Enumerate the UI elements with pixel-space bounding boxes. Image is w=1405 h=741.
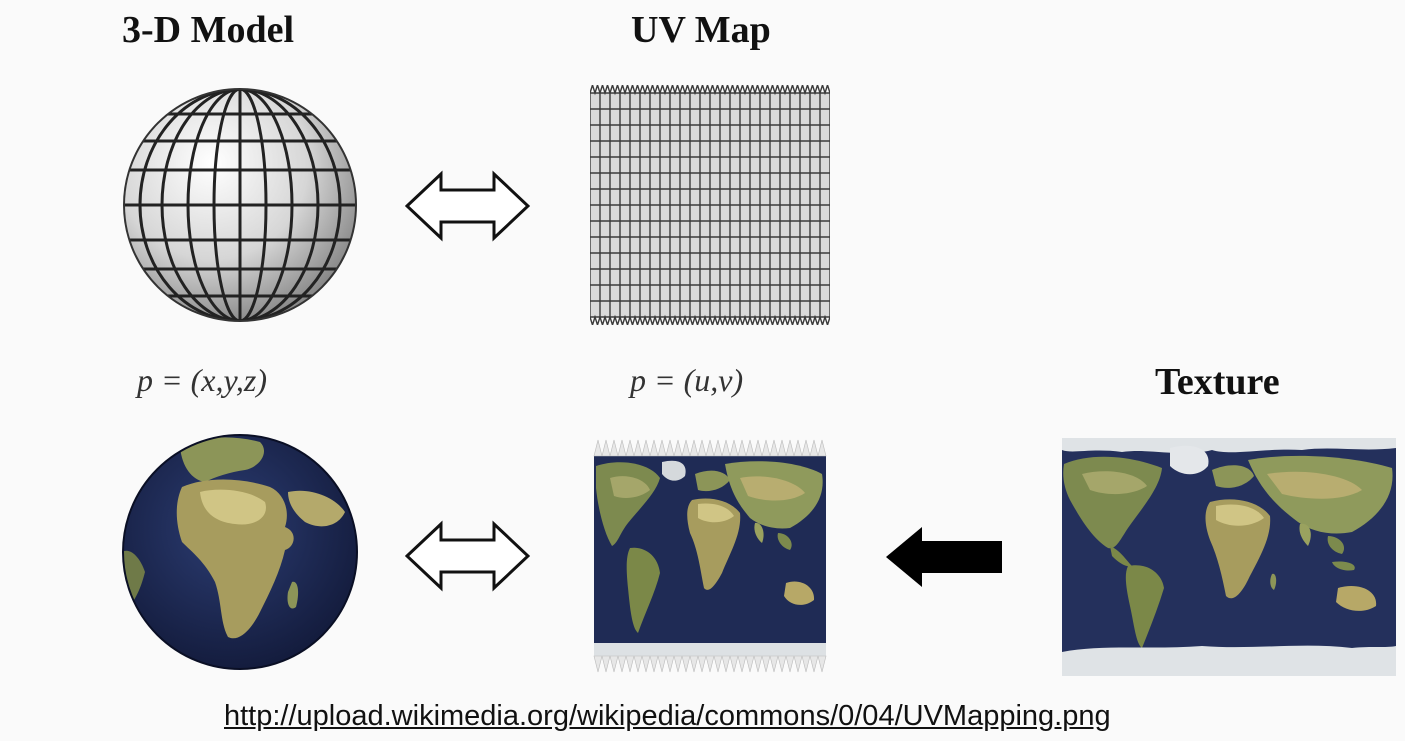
double-arrow-icon	[405, 520, 530, 592]
uv-grid-map	[590, 85, 830, 325]
source-url-link[interactable]: http://upload.wikimedia.org/wikipedia/co…	[224, 700, 1111, 732]
left-arrow-icon	[886, 527, 1002, 587]
model-formula: p = (x,y,z)	[137, 362, 267, 398]
wireframe-sphere	[123, 88, 357, 322]
model-title: 3-D Model	[122, 9, 295, 51]
uv-map-title: UV Map	[631, 9, 771, 51]
uv-texture-map	[593, 439, 827, 673]
texture-title: Texture	[1155, 361, 1280, 403]
double-arrow-icon	[405, 170, 530, 242]
uv-formula: p = (u,v)	[630, 362, 744, 398]
textured-globe	[122, 434, 358, 670]
texture-world-map	[1062, 438, 1396, 676]
